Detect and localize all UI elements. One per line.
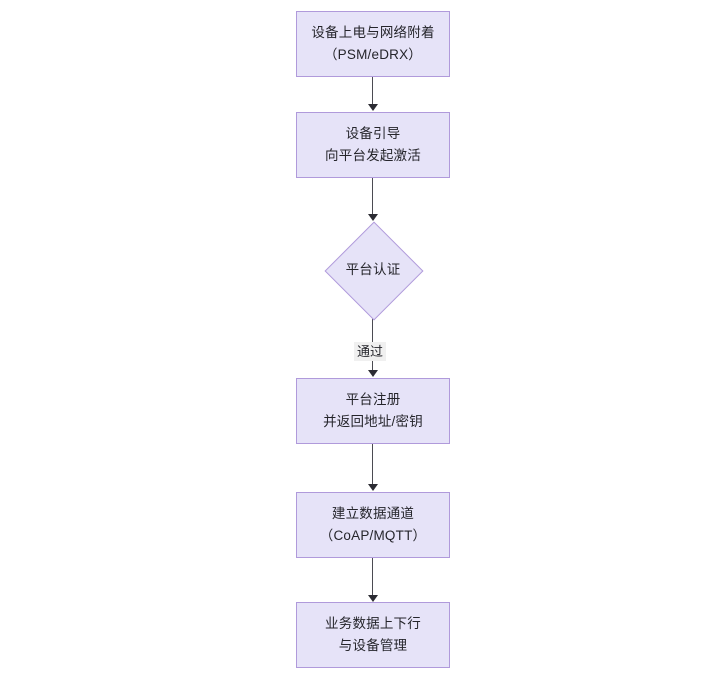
node-platform-register-line2: 并返回地址/密钥 [323, 414, 423, 429]
connector-channel-to-business [372, 558, 373, 597]
edge-label-pass: 通过 [354, 342, 387, 361]
node-device-bootstrap-line2: 向平台发起激活 [325, 148, 421, 163]
arrowhead-channel-to-business [368, 595, 378, 602]
node-power-on-attach[interactable]: 设备上电与网络附着 （PSM/eDRX） [296, 11, 450, 77]
node-power-on-attach-line2: （PSM/eDRX） [323, 47, 423, 62]
node-data-channel[interactable]: 建立数据通道 （CoAP/MQTT） [296, 492, 450, 558]
node-device-bootstrap[interactable]: 设备引导 向平台发起激活 [296, 112, 450, 178]
node-business-data[interactable]: 业务数据上下行 与设备管理 [296, 602, 450, 668]
node-platform-register-line1: 平台注册 [345, 392, 401, 407]
connector-power-on-to-bootstrap [372, 77, 373, 105]
node-power-on-attach-line1: 设备上电与网络附着 [311, 25, 435, 40]
node-data-channel-line1: 建立数据通道 [331, 506, 415, 521]
arrowhead-register-to-channel [368, 484, 378, 491]
connector-register-to-channel [372, 444, 373, 485]
node-business-data-line1: 业务数据上下行 [325, 616, 421, 631]
connector-bootstrap-to-auth [372, 178, 373, 215]
node-device-bootstrap-line1: 设备引导 [345, 126, 401, 141]
arrowhead-auth-to-register [368, 370, 378, 377]
arrowhead-bootstrap-to-auth [368, 214, 378, 221]
node-platform-auth[interactable]: 平台认证 [324, 221, 424, 321]
node-data-channel-line2: （CoAP/MQTT） [319, 528, 427, 543]
node-platform-register[interactable]: 平台注册 并返回地址/密钥 [296, 378, 450, 444]
arrowhead-power-on-to-bootstrap [368, 104, 378, 111]
node-platform-auth-label: 平台认证 [345, 262, 401, 277]
node-business-data-line2: 与设备管理 [338, 638, 408, 653]
